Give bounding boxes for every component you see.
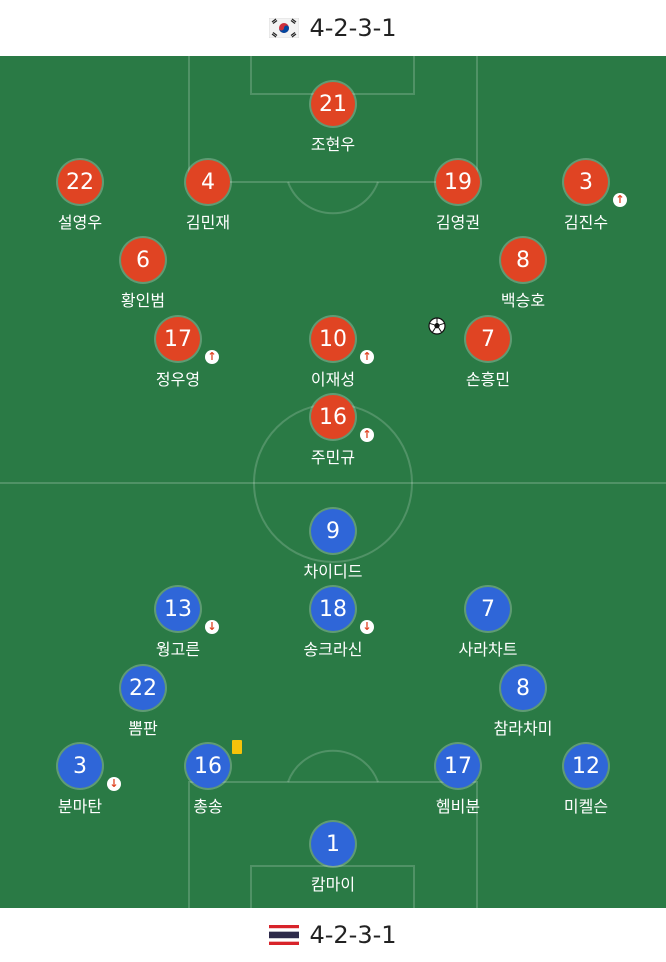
- player-name: 사라차트: [458, 640, 518, 659]
- player-name: 뽐판: [128, 719, 158, 738]
- player-name: 이재성: [310, 370, 356, 389]
- player-number: 18: [311, 587, 355, 631]
- pitch-markings: [0, 56, 666, 908]
- home-player-center-back-2[interactable]: 19 김영권: [398, 160, 518, 240]
- home-player-attacking-mid-2[interactable]: 10 ↑ 이재성: [273, 317, 393, 397]
- away-player-attacking-mid-1[interactable]: 13 ↓ 웡고른: [118, 587, 238, 667]
- player-number: 19: [436, 160, 480, 204]
- player-number: 16: [311, 395, 355, 439]
- player-name: 분마탄: [57, 797, 103, 816]
- south-korea-flag-icon: [269, 18, 300, 38]
- player-name: 김진수: [563, 213, 609, 232]
- substitution-up-icon: ↑: [360, 350, 374, 364]
- away-player-striker[interactable]: 9 차이디드: [273, 509, 393, 589]
- away-player-attacking-mid-2[interactable]: 18 ↓ 송크라신: [273, 587, 393, 667]
- player-number: 6: [121, 238, 165, 282]
- home-player-mid-2[interactable]: 8 백승호: [463, 238, 583, 318]
- player-number: 7: [466, 587, 510, 631]
- player-number: 3: [564, 160, 608, 204]
- substitution-up-icon: ↑: [360, 428, 374, 442]
- substitution-down-icon: ↓: [360, 620, 374, 634]
- player-number: 16: [186, 744, 230, 788]
- player-name: 차이디드: [303, 562, 363, 581]
- player-number: 1: [311, 822, 355, 866]
- away-player-right-back[interactable]: 12 미켈슨: [526, 744, 646, 824]
- player-name: 캄마이: [310, 875, 356, 894]
- player-number: 13: [156, 587, 200, 631]
- home-team-header: 4-2-3-1: [0, 0, 666, 56]
- player-name: 김영권: [435, 213, 481, 232]
- away-formation: 4-2-3-1: [309, 921, 397, 949]
- substitution-up-icon: ↑: [205, 350, 219, 364]
- home-player-center-back-1[interactable]: 4 김민재: [148, 160, 268, 240]
- player-name: 정우영: [155, 370, 201, 389]
- away-player-mid-2[interactable]: 8 참라차미: [463, 666, 583, 746]
- player-name: 참라차미: [493, 719, 553, 738]
- player-name: 헴비분: [435, 797, 481, 816]
- away-player-left-back[interactable]: 3 ↓ 분마탄: [20, 744, 140, 824]
- player-number: 9: [311, 509, 355, 553]
- substitution-up-icon: ↑: [613, 193, 627, 207]
- home-formation: 4-2-3-1: [309, 14, 397, 42]
- home-player-mid-1[interactable]: 6 황인범: [83, 238, 203, 318]
- away-team-header: 4-2-3-1: [0, 908, 666, 962]
- player-name: 황인범: [120, 291, 166, 310]
- player-name: 주민규: [310, 448, 356, 467]
- player-name: 설영우: [57, 213, 103, 232]
- player-name: 조현우: [310, 135, 356, 154]
- thailand-flag-icon: [269, 925, 300, 945]
- away-player-mid-1[interactable]: 22 뽐판: [83, 666, 203, 746]
- home-player-goalkeeper[interactable]: 21 조현우: [273, 82, 393, 162]
- player-number: 12: [564, 744, 608, 788]
- yellow-card-icon: [232, 740, 242, 754]
- player-name: 웡고른: [155, 640, 201, 659]
- away-player-center-back-1[interactable]: 16 총송: [148, 740, 268, 824]
- player-number: 21: [311, 82, 355, 126]
- player-name: 미켈슨: [563, 797, 609, 816]
- player-name: 백승호: [500, 291, 546, 310]
- player-number: 4: [186, 160, 230, 204]
- home-player-attacking-mid-3[interactable]: 7 손흥민: [428, 317, 548, 397]
- substitution-down-icon: ↓: [205, 620, 219, 634]
- player-number: 10: [311, 317, 355, 361]
- player-name: 총송: [193, 797, 223, 816]
- home-player-striker[interactable]: 16 ↑ 주민규: [273, 395, 393, 475]
- away-player-center-back-2[interactable]: 17 헴비분: [398, 744, 518, 824]
- player-number: 17: [436, 744, 480, 788]
- player-number: 3: [58, 744, 102, 788]
- home-player-right-back[interactable]: 22 설영우: [20, 160, 140, 240]
- player-number: 8: [501, 666, 545, 710]
- player-name: 김민재: [185, 213, 231, 232]
- home-player-attacking-mid-1[interactable]: 17 ↑ 정우영: [118, 317, 238, 397]
- player-number: 7: [466, 317, 510, 361]
- goal-ball-icon: [428, 317, 446, 335]
- player-name: 손흥민: [465, 370, 511, 389]
- away-player-attacking-mid-3[interactable]: 7 사라차트: [428, 587, 548, 667]
- player-number: 17: [156, 317, 200, 361]
- player-number: 22: [58, 160, 102, 204]
- player-number: 22: [121, 666, 165, 710]
- substitution-down-icon: ↓: [107, 777, 121, 791]
- home-player-left-back[interactable]: 3 ↑ 김진수: [526, 160, 646, 240]
- player-name: 송크라신: [303, 640, 363, 659]
- away-player-goalkeeper[interactable]: 1 캄마이: [273, 822, 393, 902]
- pitch: 21 조현우 22 설영우 4 김민재 19 김영권 3 ↑ 김진수 6 황인범…: [0, 56, 666, 908]
- player-number: 8: [501, 238, 545, 282]
